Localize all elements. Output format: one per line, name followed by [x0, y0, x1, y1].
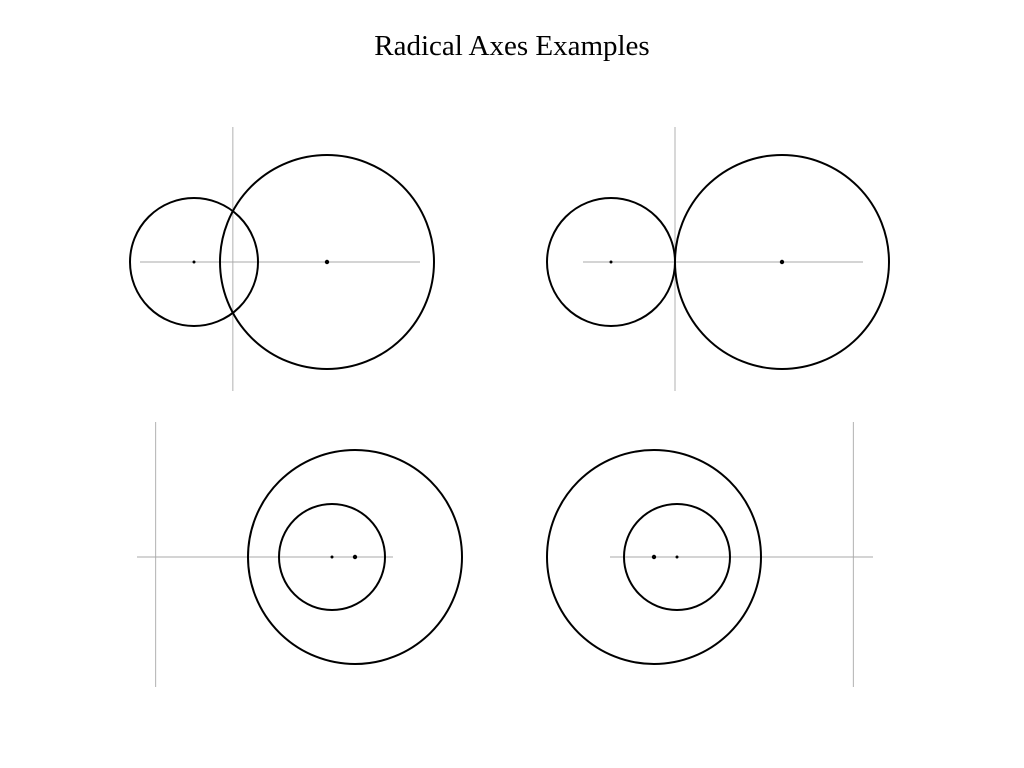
circle-1: [129, 197, 259, 327]
circle-1: [623, 503, 731, 611]
center-point-1: [192, 260, 196, 264]
page-title: Radical Axes Examples: [374, 30, 650, 62]
circle-2: [674, 154, 890, 370]
circle-2: [247, 449, 463, 665]
example-nested-circles-axis-right: [546, 422, 873, 687]
circle-1: [278, 503, 386, 611]
center-point-2: [352, 554, 358, 560]
example-intersecting-circles: [129, 127, 435, 391]
center-point-2: [779, 259, 785, 265]
center-point-2: [651, 554, 657, 560]
circle-2: [546, 449, 762, 665]
center-point-2: [324, 259, 330, 265]
center-point-1: [609, 260, 613, 264]
center-point-1: [675, 555, 679, 559]
center-point-1: [330, 555, 334, 559]
circle-2: [219, 154, 435, 370]
example-tangent-circles: [546, 127, 890, 391]
example-nested-circles-axis-left: [137, 422, 463, 687]
